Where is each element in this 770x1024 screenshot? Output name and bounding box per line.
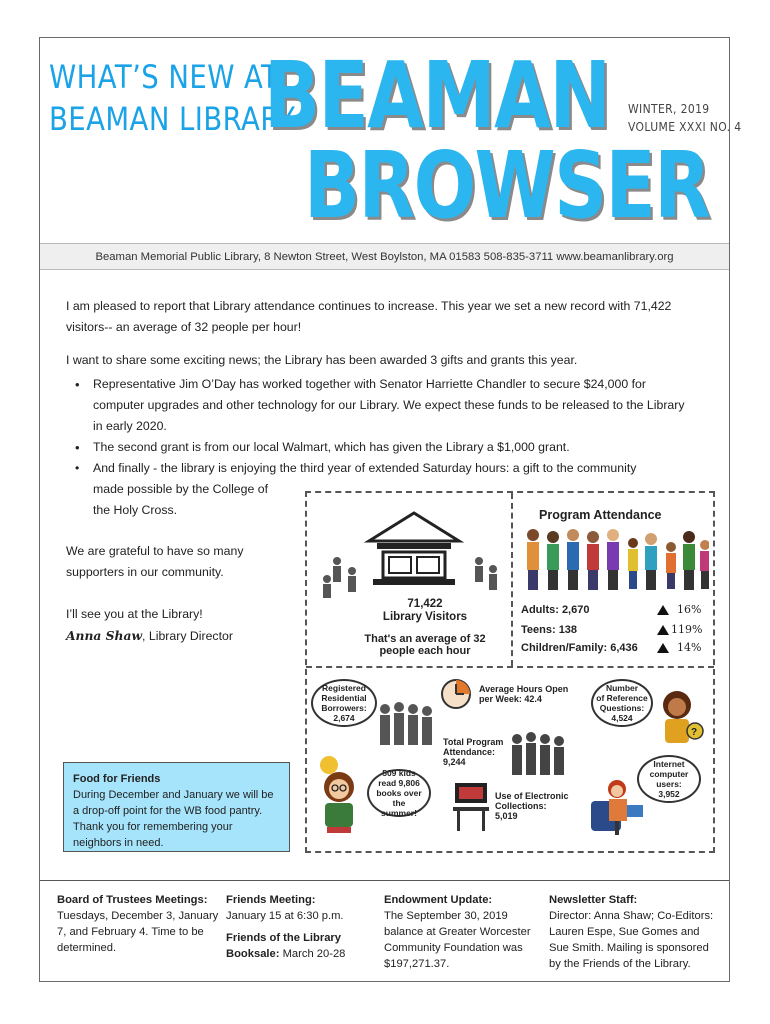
- letter-para1-line1: I am pleased to report that Library atte…: [66, 299, 672, 313]
- borrowers-bubble: Registered Residential Borrowers: 2,674: [311, 679, 377, 727]
- electronic-line2: Collections:: [495, 801, 547, 811]
- electronic-line1: Use of Electronic: [495, 791, 569, 801]
- footer-trustees: Board of Trustees Meetings: Tuesdays, De…: [57, 892, 219, 956]
- booksale-block: Friends of the Library Booksale: March 2…: [226, 930, 356, 962]
- adults-stat: Adults: 2,670: [521, 604, 590, 616]
- see-you-text: I’ll see you at the Library!: [66, 607, 203, 621]
- internet-line2: computer: [649, 769, 689, 779]
- electronic-value: 5,019: [495, 811, 518, 821]
- computer-desk-illustration: [453, 783, 489, 831]
- reference-line3: Questions:: [599, 703, 645, 713]
- page-frame: [39, 37, 730, 982]
- increase-arrow-icon: [657, 605, 669, 615]
- teens-stat: Teens: 138: [521, 624, 578, 636]
- children-stat: Children/Family: 6,436: [521, 642, 638, 654]
- endowment-heading: Endowment Update:: [384, 894, 493, 906]
- visitors-count: 71,422: [407, 598, 443, 610]
- staff-text: Director: Anna Shaw; Co-Editors: Lauren …: [549, 910, 714, 970]
- infographic-border: [305, 491, 715, 853]
- grateful-line2: supporters in our community.: [66, 565, 224, 579]
- adults-change: 16%: [677, 603, 702, 616]
- reference-line2: of Reference: [596, 693, 648, 703]
- question-mark-icon: ?: [691, 727, 698, 738]
- borrowers-line2: Residential: [321, 693, 367, 703]
- program-attendance-title: Program Attendance: [539, 508, 662, 522]
- issue-volume: VOLUME XXXI NO. 4: [628, 120, 742, 134]
- computer-user-illustration: [591, 780, 643, 835]
- reference-line1: Number: [605, 683, 639, 693]
- food-for-friends-title: Food for Friends: [73, 773, 161, 785]
- footer-endowment: Endowment Update: The September 30, 2019…: [384, 892, 534, 972]
- friends-heading: Friends Meeting:: [226, 894, 316, 906]
- hours-line1: Average Hours Open: [479, 684, 569, 694]
- divider: [306, 666, 714, 668]
- signature-title: , Library Director: [142, 629, 233, 643]
- signature-name: Anna Shaw: [66, 628, 143, 643]
- food-for-friends-text: During December and January we will be a…: [73, 789, 274, 849]
- hours-line2: per Week: 42.4: [479, 694, 542, 704]
- increase-arrow-icon: [657, 625, 669, 635]
- masthead-line2: BROWSER: [304, 132, 711, 239]
- borrowers-people-illustration: [380, 702, 432, 745]
- internet-value: 3,952: [658, 789, 680, 799]
- program-value: 9,244: [443, 757, 466, 767]
- friends-text: January 15 at 6:30 p.m.: [226, 910, 344, 922]
- masthead-line1: BEAMAN: [264, 42, 611, 149]
- trustees-heading: Board of Trustees Meetings:: [57, 894, 208, 906]
- audience-illustration: [512, 732, 564, 775]
- books-line2: read 9,806: [378, 778, 420, 788]
- footer-staff: Newsletter Staff: Director: Anna Shaw; C…: [549, 892, 721, 972]
- bullet3-line3: the Holy Cross.: [93, 503, 178, 517]
- average-line1: That's an average of 32: [364, 633, 486, 645]
- increase-arrow-icon: [657, 643, 669, 653]
- letter-para1-line2: visitors-- an average of 32 people per h…: [66, 320, 302, 334]
- staff-heading: Newsletter Staff:: [549, 894, 638, 906]
- issue-season: WINTER, 2019: [628, 102, 710, 116]
- reference-bubble: Number of Reference Questions: 4,524: [591, 679, 653, 727]
- grants-list: Representative Jim O’Day has worked toge…: [66, 374, 691, 458]
- food-for-friends-box: Food for Friends During December and Jan…: [63, 762, 290, 852]
- teens-change: 119%: [671, 623, 703, 636]
- books-line3: books over the: [376, 788, 422, 808]
- address-bar: Beaman Memorial Public Library, 8 Newton…: [40, 243, 729, 270]
- bullet3-line2: made possible by the College of: [93, 482, 268, 496]
- letter-para2: I want to share some exciting news; the …: [66, 353, 578, 367]
- average-line2: people each hour: [379, 645, 471, 657]
- signature: Anna Shaw, Library Director: [66, 625, 233, 647]
- books-line1: 509 kids: [382, 768, 416, 778]
- borrowers-line3: Borrowers:: [321, 703, 367, 713]
- internet-line1: Internet: [653, 759, 685, 769]
- list-item: Representative Jim O’Day has worked toge…: [66, 374, 691, 437]
- program-line2: Attendance:: [443, 747, 496, 757]
- borrowers-line1: Registered: [322, 683, 366, 693]
- visitors-label: Library Visitors: [382, 611, 468, 623]
- footer-divider: [40, 880, 729, 881]
- endowment-text: The September 30, 2019 balance at Greate…: [384, 910, 531, 970]
- list-item: The second grant is from our local Walma…: [66, 437, 691, 458]
- reader-illustration: [320, 756, 354, 833]
- books-line4: summer!: [381, 808, 417, 818]
- tagline-line2: BEAMAN LIBRARY: [49, 100, 296, 138]
- footer-friends: Friends Meeting: January 15 at 6:30 p.m.…: [226, 892, 372, 962]
- children-change: 14%: [677, 641, 702, 654]
- program-line1: Total Program: [443, 737, 504, 747]
- reference-value: 4,524: [611, 713, 633, 723]
- tagline-line1: WHAT’S NEW AT: [49, 58, 279, 96]
- library-visitors-illustration: [323, 511, 497, 598]
- internet-users-bubble: Internet computer users: 3,952: [637, 755, 701, 803]
- bullet3-line1: And finally - the library is enjoying th…: [93, 461, 637, 475]
- summer-reading-bubble: 509 kids read 9,806 books over the summe…: [367, 768, 431, 818]
- borrowers-value: 2,674: [333, 713, 355, 723]
- divider: [511, 493, 513, 666]
- list-item-bullet3: • And finally - the library is enjoying …: [75, 461, 637, 475]
- librarian-illustration: [663, 691, 704, 743]
- booksale-heading: Friends of the Library Booksale:: [226, 932, 341, 960]
- internet-line3: users:: [656, 779, 682, 789]
- trustees-text: Tuesdays, December 3, January 7, and Feb…: [57, 910, 219, 954]
- grateful-line1: We are grateful to have so many: [66, 544, 244, 558]
- clock-icon: [441, 679, 471, 709]
- booksale-text: March 20-28: [282, 948, 346, 960]
- people-group-illustration: [527, 529, 709, 590]
- infographic: 71,422 Library Visitors That's an averag…: [305, 491, 715, 853]
